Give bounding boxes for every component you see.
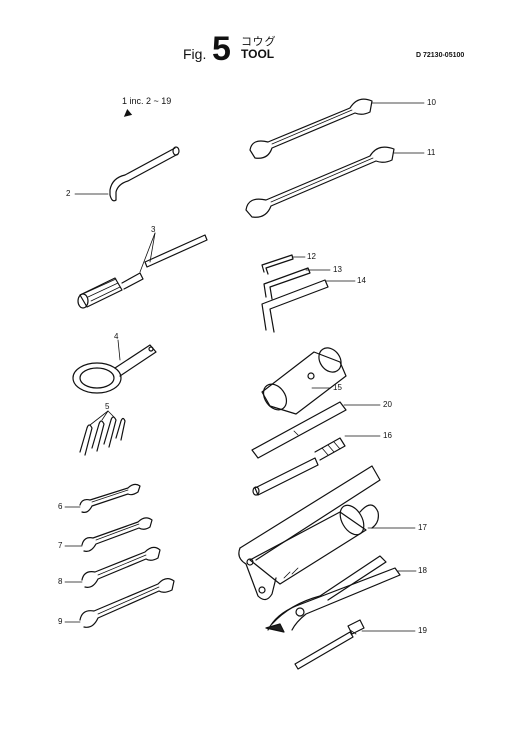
part-13-hex-key [263, 267, 331, 300]
part-11-wrench [245, 146, 425, 218]
figure-label: Fig. [183, 46, 207, 62]
callout-6: 6 [58, 502, 63, 511]
part-14-hex-key [261, 279, 356, 333]
part-20-tommy-bar [251, 401, 381, 459]
callout-13: 13 [333, 265, 342, 274]
callout-16: 16 [383, 431, 392, 440]
part-16-nozzle [252, 435, 381, 496]
callout-12: 12 [307, 252, 316, 261]
page-title: TOOL [241, 47, 275, 61]
part-6-wrench [64, 483, 141, 513]
part-5-split-pins [79, 410, 126, 456]
part-10-wrench [249, 98, 425, 159]
callout-19: 19 [418, 626, 427, 635]
callout-4: 4 [114, 332, 119, 341]
includes-note: 1 inc. 2 ~ 19 [122, 96, 172, 106]
callout-20: 20 [383, 400, 392, 409]
callout-15: 15 [333, 383, 342, 392]
part-19-grease-nipple [294, 619, 416, 670]
part-4-ring-wrench [72, 339, 157, 394]
callout-3: 3 [151, 225, 156, 234]
callout-8: 8 [58, 577, 63, 586]
part-2-hex-key [74, 146, 180, 202]
callout-14: 14 [357, 276, 366, 285]
callout-5: 5 [105, 402, 110, 411]
part-9-wrench [64, 578, 175, 628]
callout-2: 2 [66, 189, 71, 198]
callout-7: 7 [58, 541, 63, 550]
part-17-grease-gun [238, 465, 416, 601]
part-3-screwdriver [77, 232, 208, 309]
title-japanese: コウグ [241, 36, 277, 48]
document-number: D 72130-05100 [416, 52, 465, 59]
callout-9: 9 [58, 617, 63, 626]
callout-11: 11 [427, 148, 436, 157]
part-18-pliers [265, 555, 417, 633]
callout-10: 10 [427, 98, 436, 107]
figure-number: 5 [212, 30, 231, 68]
callout-18: 18 [418, 566, 427, 575]
callout-17: 17 [418, 523, 427, 532]
part-15-box-spanner [261, 347, 347, 415]
part-7-wrench [64, 517, 153, 552]
part-12-hex-key [261, 254, 306, 275]
part-8-wrench [64, 546, 161, 588]
